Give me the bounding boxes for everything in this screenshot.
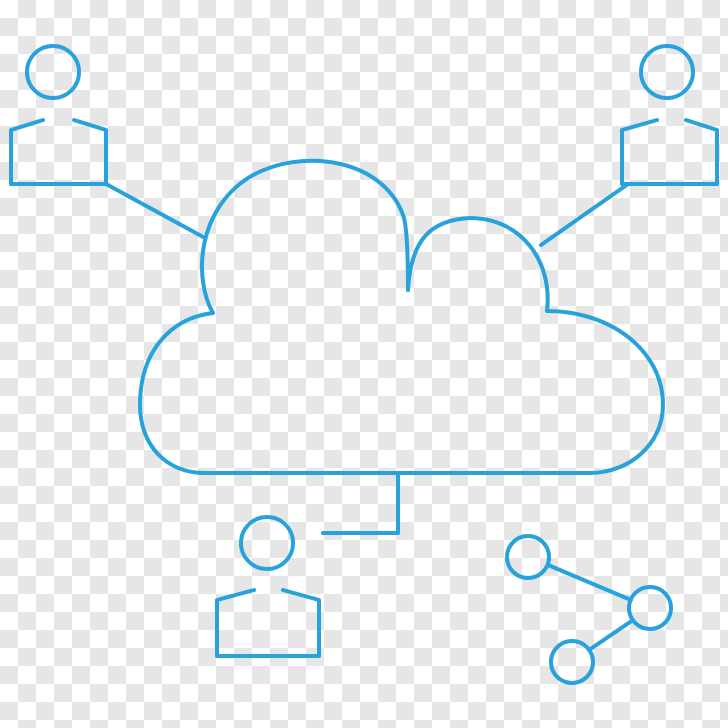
user-body xyxy=(215,588,321,658)
connector-lines xyxy=(104,182,630,535)
share-link-upper xyxy=(546,563,633,602)
user-icon xyxy=(215,515,321,658)
connector-top-right-user xyxy=(539,182,630,247)
connector-top-left-user xyxy=(104,182,207,240)
user-icon xyxy=(620,44,719,186)
user-head xyxy=(239,515,295,571)
user-icon xyxy=(9,44,108,186)
user-head xyxy=(639,44,695,100)
share-node-bottom xyxy=(549,639,595,685)
cloud-outline xyxy=(138,158,665,475)
user-body xyxy=(9,118,108,186)
user-head xyxy=(25,44,81,100)
share-node-right xyxy=(627,585,673,631)
share-node-top xyxy=(505,534,551,580)
connector-bottom-user xyxy=(321,471,400,535)
share-icon xyxy=(505,534,673,685)
user-body xyxy=(620,118,719,186)
share-link-lower xyxy=(587,618,635,652)
cloud-icon xyxy=(138,158,665,475)
